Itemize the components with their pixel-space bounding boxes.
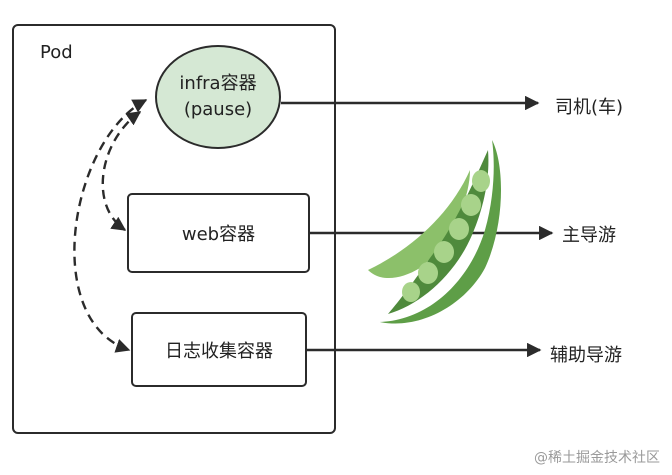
dashed-link-infra-log xyxy=(73,98,148,353)
pea-pod-illustration xyxy=(368,140,502,324)
web-label: web容器 xyxy=(181,224,256,245)
infra-sublabel: (pause) xyxy=(183,99,253,120)
infra-label: infra容器 xyxy=(179,73,257,94)
target-main-guide: 主导游 xyxy=(562,225,616,246)
log-label: 日志收集容器 xyxy=(165,340,273,362)
target-assistant-guide: 辅助导游 xyxy=(550,345,622,366)
target-driver: 司机(车) xyxy=(555,97,624,118)
pod-label: Pod xyxy=(40,42,73,63)
infra-container: infra容器 (pause) xyxy=(155,45,281,149)
log-collector-container: 日志收集容器 xyxy=(131,312,307,387)
watermark: @稀土掘金技术社区 xyxy=(534,450,660,466)
dashed-link-infra-web xyxy=(101,111,142,231)
web-container: web容器 xyxy=(127,193,310,273)
